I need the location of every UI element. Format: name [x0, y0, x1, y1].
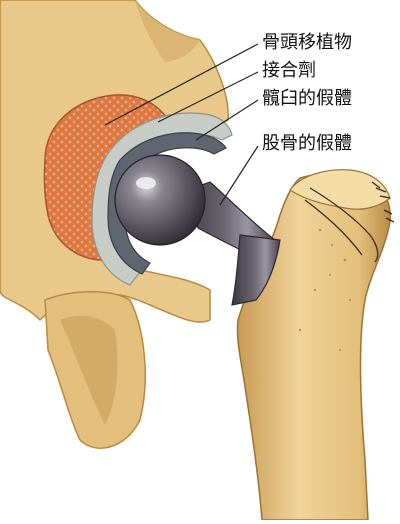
label-acetabular-prosthesis: 髖臼的假體 — [262, 90, 352, 108]
femur-bone — [237, 174, 390, 520]
label-femoral-prosthesis: 股骨的假體 — [262, 135, 352, 153]
label-bone-graft: 骨頭移植物 — [262, 34, 352, 52]
leader-femoral-prosthesis — [220, 146, 258, 205]
femoral-head-highlight — [136, 177, 156, 189]
femoral-head-ball — [115, 155, 205, 245]
label-bone-cement: 接合劑 — [262, 62, 316, 80]
